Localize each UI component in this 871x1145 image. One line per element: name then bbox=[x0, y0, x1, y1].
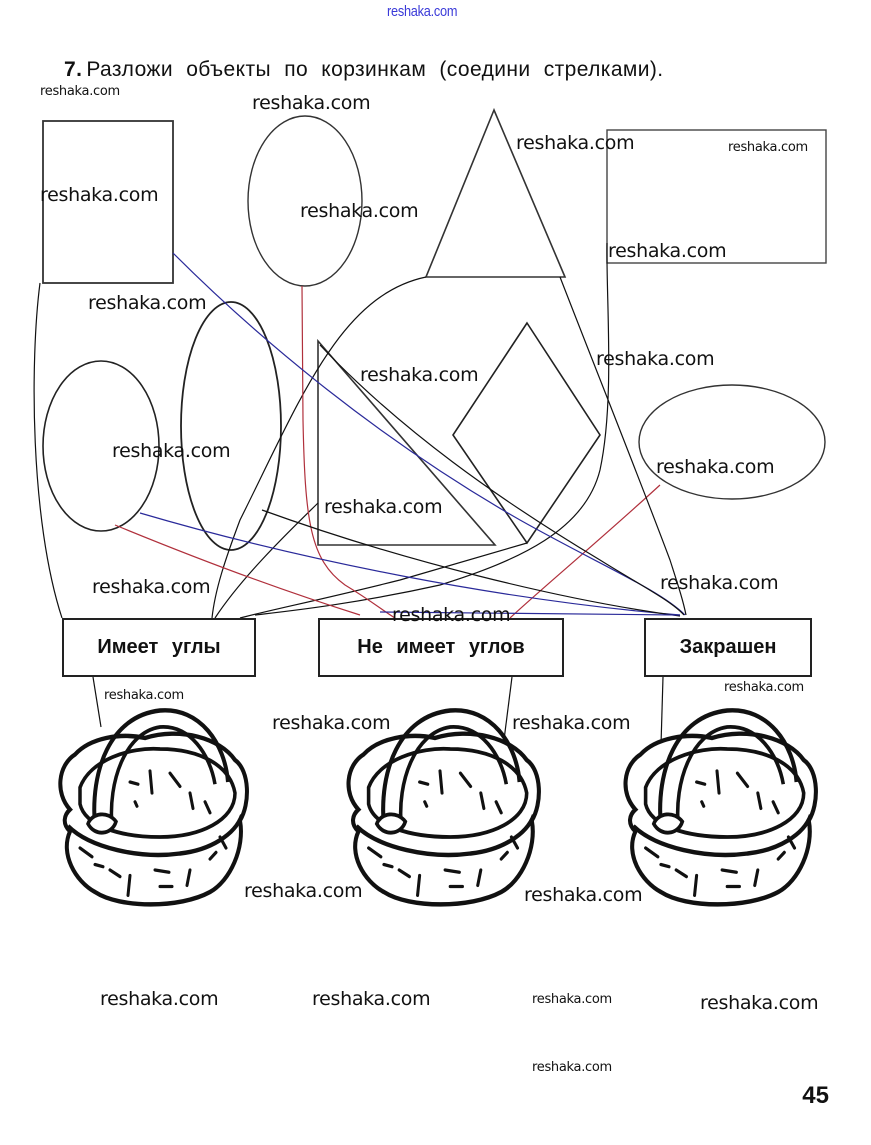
watermark: reshaka.com bbox=[656, 456, 775, 478]
header-watermark[interactable]: reshaka.com bbox=[387, 3, 458, 20]
shape-triangle-top bbox=[424, 107, 567, 278]
connection-line bbox=[261, 509, 681, 617]
watermark: reshaka.com bbox=[104, 688, 184, 703]
category-box-filled[interactable]: Закрашен bbox=[644, 618, 812, 677]
connection-line bbox=[503, 676, 513, 741]
watermark: reshaka.com bbox=[596, 348, 715, 370]
shape-oval-left-tall bbox=[180, 301, 282, 551]
task-number: 7. bbox=[64, 58, 83, 81]
connection-line bbox=[379, 611, 681, 616]
shape-oval-left-small bbox=[42, 360, 160, 532]
watermark: reshaka.com bbox=[92, 576, 211, 598]
shape-right-triangle bbox=[317, 338, 497, 546]
watermark: reshaka.com bbox=[392, 604, 511, 626]
connection-line bbox=[660, 676, 664, 746]
watermark: reshaka.com bbox=[112, 440, 231, 462]
watermark: reshaka.com bbox=[516, 132, 635, 154]
watermark: reshaka.com bbox=[608, 240, 727, 262]
task-instruction: Разложи объекты по корзинкам (соедини ст… bbox=[86, 58, 664, 81]
connection-line bbox=[114, 524, 361, 616]
watermark: reshaka.com bbox=[300, 200, 419, 222]
basket-2-icon bbox=[349, 710, 539, 904]
connection-line bbox=[214, 502, 319, 619]
watermark: reshaka.com bbox=[724, 680, 804, 695]
category-label: Закрашен bbox=[679, 636, 777, 658]
watermark: reshaka.com bbox=[360, 364, 479, 386]
connection-line bbox=[509, 484, 661, 619]
connection-line bbox=[211, 276, 427, 619]
watermark: reshaka.com bbox=[40, 184, 159, 206]
watermark: reshaka.com bbox=[244, 880, 363, 902]
connection-line bbox=[254, 242, 610, 616]
watermark: reshaka.com bbox=[512, 712, 631, 734]
connection-line bbox=[559, 276, 687, 616]
shape-oval-top bbox=[247, 115, 363, 287]
connection-line bbox=[92, 676, 102, 728]
shape-oval-right bbox=[638, 384, 826, 500]
category-label: Имеет углы bbox=[97, 636, 221, 658]
task-title: 7.Разложи объекты по корзинкам (соедини … bbox=[64, 58, 664, 82]
connection-line bbox=[319, 344, 685, 616]
watermark: reshaka.com bbox=[272, 712, 391, 734]
watermark: reshaka.com bbox=[700, 992, 819, 1014]
watermark: reshaka.com bbox=[88, 292, 207, 314]
connection-line bbox=[139, 512, 681, 616]
watermark: reshaka.com bbox=[660, 572, 779, 594]
watermark: reshaka.com bbox=[524, 884, 643, 906]
watermark: reshaka.com bbox=[252, 92, 371, 114]
basket-1-icon bbox=[60, 710, 247, 904]
watermark: reshaka.com bbox=[312, 988, 431, 1010]
shape-rhombus bbox=[452, 321, 601, 545]
watermark: reshaka.com bbox=[40, 84, 120, 99]
watermark: reshaka.com bbox=[532, 992, 612, 1007]
connection-line bbox=[301, 285, 396, 619]
connection-line bbox=[33, 282, 63, 619]
category-box-has-corners[interactable]: Имеет углы bbox=[62, 618, 256, 677]
category-label: Не имеет углов bbox=[357, 636, 525, 658]
shape-tall-rectangle bbox=[42, 120, 174, 284]
page-number: 45 bbox=[802, 1082, 829, 1109]
category-box-no-corners[interactable]: Не имеет углов bbox=[318, 618, 564, 677]
connection-line bbox=[239, 542, 528, 619]
basket-3-icon bbox=[626, 710, 816, 904]
watermark: reshaka.com bbox=[532, 1060, 612, 1075]
shape-wide-rectangle bbox=[606, 129, 827, 264]
watermark: reshaka.com bbox=[728, 140, 808, 155]
watermark: reshaka.com bbox=[324, 496, 443, 518]
watermark: reshaka.com bbox=[100, 988, 219, 1010]
